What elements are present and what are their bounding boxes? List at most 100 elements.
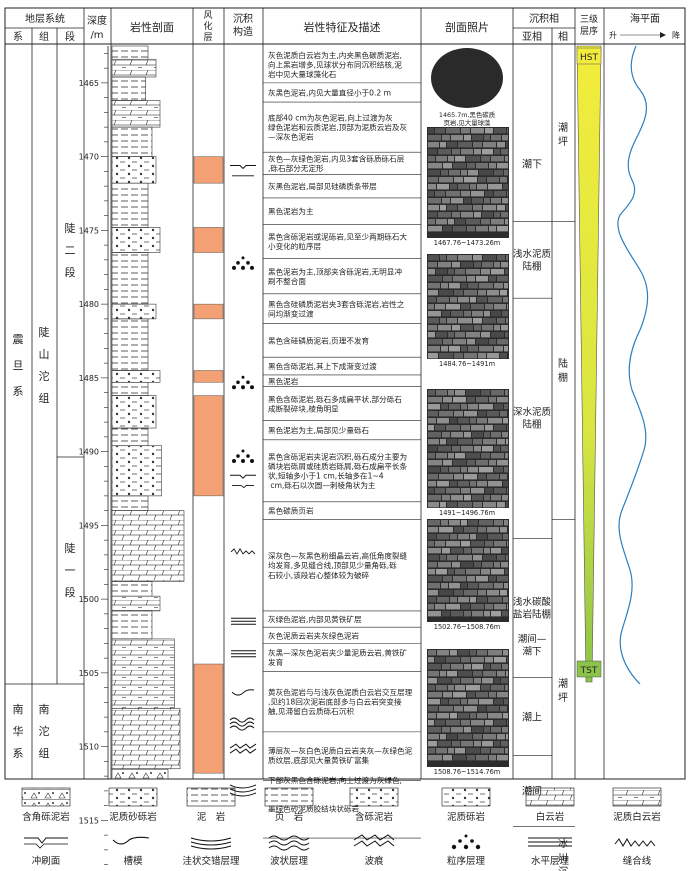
svg-text:华: 华 — [13, 724, 24, 738]
lithology-bed — [111, 126, 153, 157]
facies-label: 冰川沉积 — [558, 837, 568, 871]
graded-bedding-icon — [232, 449, 254, 464]
legend-label: 波状层理 — [270, 855, 309, 867]
scour-surface-icon — [230, 164, 256, 177]
description-text: 黑色含砾泥岩夹泥岩沉积,砾石成分主要为磷块岩砾屑或硅质岩砾屑,砾石成扁平长条状,… — [268, 451, 408, 490]
header-rise: 升 — [609, 31, 617, 40]
legend-label: 泥质砂砾岩 — [109, 811, 157, 823]
svg-text:二: 二 — [65, 244, 76, 257]
header-description: 岩性特征及描述 — [304, 20, 381, 34]
photo-caption: 1491~1496.76m — [439, 509, 495, 517]
depth-tick-label: 1475 — [79, 226, 99, 235]
svg-text:旦: 旦 — [13, 359, 24, 372]
ripple-mark-icon — [229, 743, 257, 754]
graded-bedding-icon — [232, 256, 254, 270]
photo-caption: 1502.76~1508.76m — [434, 623, 500, 631]
header-group: 组 — [39, 30, 49, 43]
sequence-hst: HST — [580, 53, 598, 63]
core-photo — [427, 389, 509, 508]
description-text: 灰黑色泥岩,局部见硅磷质条带层 — [268, 181, 377, 191]
legend-item: 洼状交错层理 — [182, 837, 240, 867]
header-strat-system: 地层系统 — [25, 12, 65, 25]
header-system: 系 — [13, 31, 23, 43]
legend-label: 泥 岩 — [197, 811, 226, 823]
lithology-bed — [111, 318, 149, 371]
wavy-bedding-icon — [268, 835, 310, 851]
horizontal-bedding-icon — [231, 617, 256, 625]
description-text: 黄灰色泥岩与与浅灰色泥质白云岩交互层理,见约18回次泥岩底部多与白云岩突变接触,… — [268, 687, 413, 716]
header-subfacies: 亚相 — [522, 30, 542, 43]
svg-text:棚: 棚 — [558, 371, 568, 384]
description-text: 黑色泥岩为主,局部见少量砾石 — [268, 425, 370, 435]
svg-text:段: 段 — [65, 265, 76, 279]
legend-label: 白云岩 — [536, 811, 565, 823]
header-weathering: 风化层 — [203, 10, 212, 43]
subfacies-label: 潮上 — [522, 711, 542, 724]
scour-surface-icon — [24, 837, 68, 849]
legend-item: 泥质白云岩 — [612, 787, 662, 823]
description-text: 薄层灰—灰白色泥质白云岩夹灰—灰绿色泥质纹层,底部见大量黄铁矿富集 — [268, 746, 413, 766]
description-text: 黑色含硅磷质泥岩,页理不发育 — [268, 335, 370, 345]
system-sinian: 震旦系 — [13, 333, 24, 398]
lithology-bed — [111, 45, 149, 60]
svg-text:陡: 陡 — [39, 326, 50, 339]
lithology-bed — [111, 427, 149, 447]
core-photo — [427, 127, 509, 238]
subfacies-label: 浅水碳酸盐岩陆棚 — [513, 596, 552, 621]
segment-dou1: 陡一段 — [65, 542, 76, 599]
lithology-bed — [111, 768, 169, 780]
lithology-bed — [111, 156, 157, 184]
photo-caption: 1484.76~1491m — [439, 360, 495, 368]
lithology-bed — [111, 252, 149, 305]
svg-text:陡: 陡 — [65, 222, 76, 235]
header-depth: 深度 — [87, 14, 107, 27]
svg-text:一: 一 — [65, 564, 76, 577]
lithology-bed — [111, 638, 175, 709]
description-text: 下部灰黑色含砾泥岩,向上过渡为灰绿色, — [268, 775, 402, 785]
header-sequence: 三级层序 — [580, 13, 598, 37]
legend-item: 缝合线 — [614, 837, 656, 867]
svg-text:系: 系 — [13, 385, 24, 398]
header-depth-unit: /m — [90, 30, 103, 41]
legend-item: 粒序层理 — [447, 834, 485, 867]
description-text: 黑色含硅磷质泥岩夹3套含砾泥岩,岩性之间均渐变过渡 — [268, 299, 405, 319]
lithology-bed — [111, 510, 185, 582]
svg-text:组: 组 — [39, 746, 50, 760]
description-text: 黑色含砾泥岩,砾石多成扁平状,部分砾石成断裂碎块,棱角明显 — [268, 394, 402, 414]
lithology-bed — [111, 303, 157, 320]
svg-text:震: 震 — [13, 333, 24, 346]
facies-label: 潮坪 — [558, 121, 568, 148]
core-photo — [427, 649, 509, 767]
lithology-bed — [111, 227, 161, 253]
svg-text:坪: 坪 — [558, 135, 568, 148]
segment-dou2: 陡二段 — [65, 222, 76, 279]
legend-item: 水平层理 — [528, 837, 572, 867]
description-text: 深灰色—灰黑色粉细晶云岩,高低角度裂缝均发育,多见缝合线,顶部见少量角砾,砾石较… — [268, 551, 408, 580]
lithology-bed — [111, 495, 149, 511]
legend-item: 含角砾泥岩 — [21, 787, 71, 823]
svg-text:陆: 陆 — [558, 357, 568, 370]
subfacies-label: 浅水泥质陆棚 — [513, 248, 552, 273]
svg-text:潮: 潮 — [558, 121, 568, 134]
lithology-bed — [111, 707, 181, 770]
sea-level-curve — [617, 45, 649, 685]
svg-text:系: 系 — [13, 747, 24, 760]
ripple-mark-icon — [353, 834, 395, 847]
legend-label: 泥质白云岩 — [613, 811, 661, 823]
legend-item: 泥 岩 — [186, 787, 236, 823]
lithology-bed — [111, 100, 161, 128]
sequence-wedge — [576, 45, 602, 683]
description-text: 黑色碳质页岩 — [268, 506, 314, 516]
horizontal-bedding-icon — [528, 837, 572, 847]
depth-tick-label: 1510 — [79, 743, 99, 752]
svg-text:山: 山 — [39, 348, 50, 361]
header-sed-structure: 沉积构造 — [233, 12, 253, 38]
svg-text:沉: 沉 — [558, 865, 568, 871]
svg-text:沱: 沱 — [39, 369, 50, 383]
photo-caption: 1508.76~1514.76m — [434, 768, 500, 776]
graded-bedding-icon — [451, 834, 481, 850]
svg-text:南: 南 — [13, 703, 24, 716]
description-text: 灰黑色泥岩,内见大量直径小于0.2 m — [268, 87, 391, 97]
trough-cross-bedding-icon — [190, 837, 232, 850]
